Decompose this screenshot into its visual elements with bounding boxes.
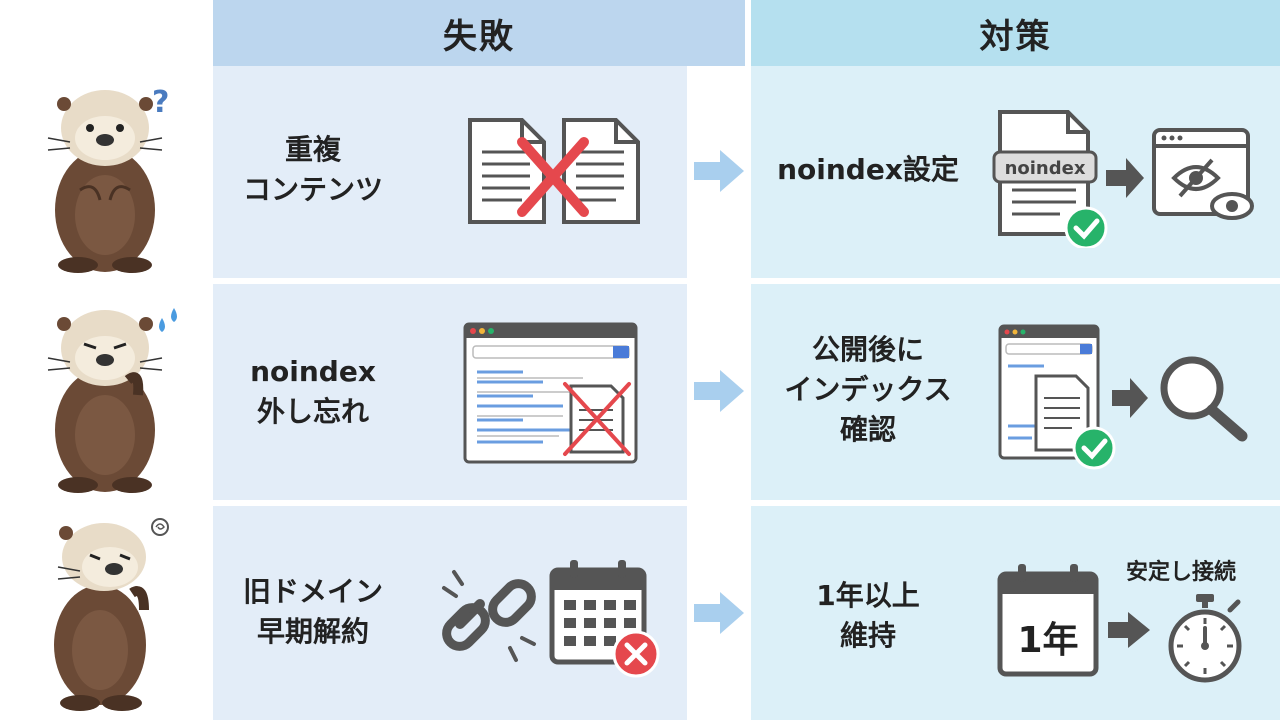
label-line: 確認 (839, 413, 896, 446)
noindex-tag-text: noindex (1005, 158, 1086, 179)
svg-text:?: ? (152, 85, 169, 120)
search-results-page-icon (463, 322, 638, 464)
stopwatch-icon (1168, 594, 1242, 683)
failure-label-forgot-noindex: noindex 外し忘れ (213, 352, 413, 432)
arrow-right-icon (694, 370, 744, 412)
stable-connection-label: 安定し接続 (1125, 560, 1236, 585)
cancelled-calendar-icon (549, 560, 660, 678)
confused-otter-icon: ? (47, 85, 169, 273)
row-divider (0, 500, 1280, 505)
dizzy-otter-icon (54, 518, 169, 711)
calendar-year-text: 1年 (1017, 620, 1078, 661)
duplicate-documents-icon (468, 118, 640, 224)
worried-otter-icon (47, 308, 177, 493)
countermeasure-header: 対策 (751, 0, 1280, 66)
arrow-right-icon (694, 592, 744, 634)
label-line: 早期解約 (256, 615, 369, 648)
label-line: インデックス (784, 373, 952, 406)
broken-link-icon (442, 570, 536, 662)
label-line: noindex (250, 355, 376, 388)
arrow-right-icon (694, 150, 744, 192)
fix-label-noindex-setting: noindex設定 (777, 153, 959, 186)
failure-header: 失敗 (213, 0, 745, 66)
label-line: 旧ドメイン (242, 575, 383, 608)
label-line: コンテンツ (242, 173, 383, 206)
fix-label-keep-one-year: 1年以上 維持 (780, 576, 956, 656)
noindex-document-icon: noindex (992, 110, 1254, 248)
failure-label-old-domain-cancel: 旧ドメイン 早期解約 (213, 572, 413, 652)
row-divider (0, 278, 1280, 283)
arrow-right-icon (1108, 612, 1150, 648)
index-check-icon (998, 324, 1248, 470)
label-line: 重複 (284, 133, 341, 166)
label-line: 維持 (839, 619, 896, 652)
failure-label-duplicate-content: 重複 コンテンツ (213, 130, 413, 210)
one-year-calendar-icon: 1年 (997, 564, 1099, 677)
fix-label-check-index: 公開後に インデックス 確認 (762, 330, 974, 450)
label-line: 公開後に (811, 333, 924, 366)
label-line: 外し忘れ (256, 395, 369, 428)
label-line: 1年以上 (816, 579, 920, 612)
